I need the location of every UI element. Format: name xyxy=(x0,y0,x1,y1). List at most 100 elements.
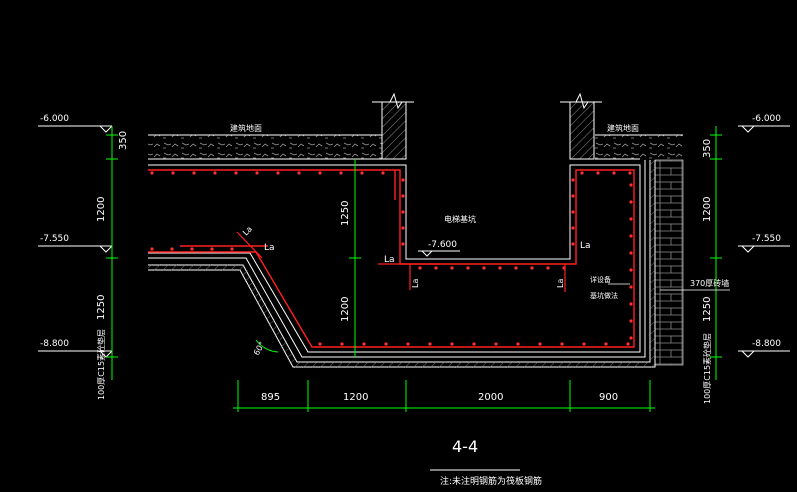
rebar-dot xyxy=(318,171,322,175)
rebar-dot xyxy=(498,266,502,270)
rebar-dot xyxy=(629,302,633,306)
lap-label-5: La xyxy=(411,279,420,288)
lap-label-2: La xyxy=(241,224,254,237)
lap-lines xyxy=(236,231,566,292)
rebar-dot xyxy=(538,342,542,346)
rebar-dot xyxy=(150,247,154,251)
rebar-dot xyxy=(170,247,174,251)
rebar-dot xyxy=(401,226,405,230)
leader-lines xyxy=(608,283,730,291)
rebar-dot xyxy=(401,242,405,246)
rebar-dot xyxy=(192,171,196,175)
rebar-dot xyxy=(626,342,630,346)
section-note: 注:未注明钢筋为筏板钢筋 xyxy=(440,475,542,487)
wall-right-upper xyxy=(560,92,602,160)
rebar-dot xyxy=(210,247,214,251)
ground-slab-left xyxy=(148,134,382,160)
brick-wall xyxy=(654,159,684,366)
dim-h-900: 900 xyxy=(599,392,618,403)
rebar-lines xyxy=(148,169,635,348)
rebar-dot xyxy=(381,171,385,175)
rebar-dot xyxy=(514,266,518,270)
rebar-dot xyxy=(466,266,470,270)
rebar-dot xyxy=(629,336,633,340)
rebar-dot xyxy=(384,342,388,346)
cushion-label-left: 100厚C15素砼垫层 xyxy=(96,329,106,400)
floor-label-left: 建筑地面 xyxy=(230,123,262,133)
dim-h-2000: 2000 xyxy=(478,392,503,403)
rebar-dot xyxy=(494,342,498,346)
rebar-dot xyxy=(171,171,175,175)
pit-floor-elevation: -7.600 xyxy=(428,240,457,250)
rebar-dot xyxy=(560,342,564,346)
lap-label-6: La xyxy=(556,279,565,288)
note-equip-1: 详设备 xyxy=(590,275,611,284)
rebar-dot xyxy=(629,234,633,238)
dim-right-1200: 1200 xyxy=(702,197,713,222)
rebar-dot xyxy=(406,342,410,346)
rebar-dot xyxy=(580,171,584,175)
elev-right-bot: -8.800 xyxy=(752,339,781,349)
elevation-markers xyxy=(38,125,790,358)
rebar-dot xyxy=(418,266,422,270)
rebar-dot xyxy=(401,194,405,198)
lap-label-4: La xyxy=(580,241,591,251)
rebar-dot xyxy=(428,342,432,346)
dim-left-1250: 1250 xyxy=(96,295,107,320)
dim-left-1200: 1200 xyxy=(96,197,107,222)
rebar-dot xyxy=(318,342,322,346)
rebar-dots xyxy=(150,171,633,346)
rebar-dot xyxy=(596,171,600,175)
rebar-dot xyxy=(230,247,234,251)
elev-left-top: -6.000 xyxy=(40,114,69,124)
rebar-dot xyxy=(401,178,405,182)
rebar-dot xyxy=(629,319,633,323)
rebar-dot xyxy=(571,242,575,246)
rebar-dot xyxy=(516,342,520,346)
rebar-dot xyxy=(482,266,486,270)
dim-h-895: 895 xyxy=(261,392,280,403)
elev-left-mid: -7.550 xyxy=(40,234,69,244)
rebar-dot xyxy=(234,171,238,175)
rebar-dot xyxy=(472,342,476,346)
rebar-dot xyxy=(571,226,575,230)
rebar-dot xyxy=(629,285,633,289)
cushion-label-right: 100厚C15素砼垫层 xyxy=(702,333,712,404)
lap-label-3: La xyxy=(384,255,395,265)
angle-label: 60° xyxy=(252,340,267,357)
rebar-dot xyxy=(340,342,344,346)
section-title: 4-4 xyxy=(452,437,478,456)
dim-mid-1200: 1200 xyxy=(340,297,351,322)
rebar-dot xyxy=(190,247,194,251)
wall-left-upper xyxy=(372,92,414,160)
rebar-dot xyxy=(434,266,438,270)
rebar-dot xyxy=(629,251,633,255)
pit-outline xyxy=(148,164,641,353)
rebar-dot xyxy=(276,171,280,175)
dim-right-1250: 1250 xyxy=(702,297,713,322)
elev-left-bot: -8.800 xyxy=(40,339,69,349)
rebar-dot xyxy=(571,194,575,198)
rebar-dot xyxy=(571,178,575,182)
rebar-dot xyxy=(213,171,217,175)
rebar-dot xyxy=(401,210,405,214)
floor-label-right: 建筑地面 xyxy=(607,123,639,133)
rebar-dot xyxy=(362,342,366,346)
rebar-dot xyxy=(297,171,301,175)
rebar-dot xyxy=(571,210,575,214)
dim-h-1200: 1200 xyxy=(343,392,368,403)
rebar-dot xyxy=(628,171,632,175)
rebar-dot xyxy=(629,268,633,272)
rebar-dot xyxy=(255,171,259,175)
rebar-dot xyxy=(629,183,633,187)
dimension-lines xyxy=(106,126,722,412)
rebar-dot xyxy=(629,217,633,221)
rebar-dot xyxy=(629,200,633,204)
rebar-dot xyxy=(150,171,154,175)
brick-wall-label: 370厚砖墙 xyxy=(690,278,729,288)
rebar-dot xyxy=(546,266,550,270)
dim-right-350: 350 xyxy=(702,139,713,158)
pit-label: 电梯基坑 xyxy=(444,214,476,224)
rebar-dot xyxy=(360,171,364,175)
